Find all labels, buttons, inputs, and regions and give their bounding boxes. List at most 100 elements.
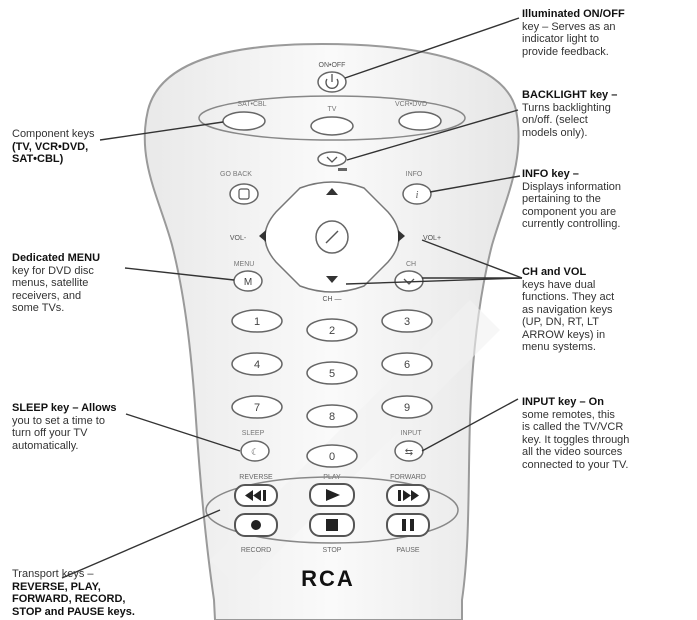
leader-input <box>421 398 519 452</box>
forward-label: FORWARD <box>390 474 426 481</box>
digit-8-label: 8 <box>329 411 335 423</box>
callout-onoff-line-2: indicator light to <box>522 33 600 45</box>
digit-9-button[interactable] <box>381 395 433 419</box>
callout-onoff-line-3: provide feedback. <box>522 45 609 58</box>
callout-menu-line-2: menus, satellite <box>12 277 89 289</box>
callout-transport-line-3: STOP and PAUSE keys. <box>12 605 135 618</box>
callout-info-line-4: currently controlling. <box>522 218 621 230</box>
leader-backlight <box>346 109 519 161</box>
backlight-button[interactable] <box>317 151 347 167</box>
digit-2-label: 2 <box>329 325 335 337</box>
callout-menu-title: Dedicated MENU <box>12 252 101 264</box>
digit-3-button[interactable] <box>381 309 433 333</box>
callout-backlight-line-1: Turns backlighting <box>522 101 611 114</box>
callout-component: Component keys (TV, VCR•DVD, SAT•CBL) <box>12 128 162 166</box>
leader-onoff <box>344 17 520 79</box>
vcr-dvd-button[interactable] <box>398 111 442 131</box>
digit-1-button[interactable] <box>231 309 283 333</box>
sleep-label: SLEEP <box>242 430 265 437</box>
info-icon: i <box>416 190 419 201</box>
component-label-tv: TV <box>328 106 337 113</box>
brand-logo: RCA <box>301 566 355 591</box>
sat-cbl-button[interactable] <box>222 111 266 131</box>
callout-menu-line-3: receivers, and <box>12 289 82 302</box>
pause-label: PAUSE <box>396 547 420 554</box>
leader-component <box>99 121 224 141</box>
digit-7-button[interactable] <box>231 395 283 419</box>
callout-chvol: CH and VOL keys have dual functions. The… <box>522 266 697 354</box>
callout-chvol-line-1: keys have dual <box>522 278 596 291</box>
callout-menu-line-4: some TVs. <box>12 302 65 314</box>
callout-chvol-line-4: (UP, DN, RT, LT <box>522 316 600 328</box>
tv-button[interactable] <box>310 116 354 136</box>
digit-0-label: 0 <box>329 451 335 463</box>
play-icon <box>326 489 340 501</box>
reverse-icon <box>245 490 266 501</box>
pause-button[interactable] <box>386 513 430 537</box>
digit-4-label: 4 <box>254 359 260 371</box>
callout-sleep-line-1: you to set a time to <box>12 414 105 427</box>
info-label: INFO <box>406 171 423 178</box>
sleep-button[interactable] <box>240 440 270 462</box>
input-label: INPUT <box>401 430 423 437</box>
component-label-vcr: VCR•DVD <box>395 101 427 108</box>
pause-icon <box>402 519 414 531</box>
callout-backlight-line-3: models only). <box>522 126 588 139</box>
callout-chvol-line-5: ARROW keys) in <box>522 328 606 341</box>
digit-1-label: 1 <box>254 316 260 328</box>
ok-icon <box>325 230 339 244</box>
callout-backlight: BACKLIGHT key – Turns backlighting on/of… <box>522 89 697 139</box>
callout-transport-line-2: FORWARD, RECORD, <box>12 593 126 605</box>
leader-transport <box>61 509 221 579</box>
backlight-icon <box>326 156 338 163</box>
digit-0-button[interactable] <box>306 444 358 468</box>
ch-chevron-icon <box>403 278 415 285</box>
vol-down-arrow-icon <box>259 230 266 242</box>
digit-5-label: 5 <box>329 368 335 380</box>
callout-component-line-2: SAT•CBL) <box>12 153 64 165</box>
callout-input-line-1: some remotes, this <box>522 408 615 421</box>
callout-onoff-line-1: key – Serves as an <box>522 20 616 33</box>
leader-lines <box>61 17 523 579</box>
info-button[interactable] <box>402 183 432 205</box>
go-back-icon <box>238 188 250 200</box>
callout-info-line-3: component you are <box>522 205 617 218</box>
ch-up-arrow-icon <box>326 188 338 195</box>
callout-chvol-line-2: functions. They act <box>522 291 615 303</box>
vol-minus-label: VOL- <box>230 235 247 242</box>
reverse-label: REVERSE <box>239 474 273 481</box>
leader-chvol-3 <box>345 277 523 285</box>
onoff-label: ON•OFF <box>319 62 346 69</box>
digit-4-button[interactable] <box>231 352 283 376</box>
callout-info-line-2: pertaining to the <box>522 193 601 205</box>
transport-keys <box>234 483 430 537</box>
vol-up-arrow-icon <box>398 230 405 242</box>
digit-6-button[interactable] <box>381 352 433 376</box>
callout-transport-title: Transport keys – <box>12 568 94 580</box>
callout-input-line-5: connected to your TV. <box>522 458 629 471</box>
callout-info-title: INFO key – <box>522 168 579 180</box>
leader-chvol-1 <box>421 239 523 279</box>
go-back-button[interactable] <box>229 183 259 205</box>
callout-sleep-title: SLEEP key – Allows <box>12 402 117 414</box>
digit-8-button[interactable] <box>306 404 358 428</box>
callout-onoff-title: Illuminated ON/OFF <box>522 8 625 20</box>
digit-5-button[interactable] <box>306 361 358 385</box>
input-icon: ⇆ <box>405 447 413 458</box>
forward-icon <box>398 490 419 501</box>
menu-key-char: M <box>244 277 252 288</box>
callout-input-line-4: all the video sources <box>522 446 623 458</box>
leader-sleep <box>125 413 241 452</box>
leader-menu <box>124 267 235 281</box>
callout-chvol-line-6: menu systems. <box>522 341 596 353</box>
callout-sleep-line-3: automatically. <box>12 439 79 452</box>
digit-2-button[interactable] <box>306 318 358 342</box>
callout-menu: Dedicated MENU key for DVD disc menus, s… <box>12 252 162 315</box>
menu-button[interactable] <box>233 270 263 292</box>
callout-transport: Transport keys – REVERSE, PLAY, FORWARD,… <box>12 568 227 618</box>
callout-chvol-title: CH and VOL <box>522 266 587 278</box>
callout-info: INFO key – Displays information pertaini… <box>522 168 697 231</box>
digit-6-label: 6 <box>404 359 410 371</box>
ch-down-label: CH — <box>322 296 341 303</box>
